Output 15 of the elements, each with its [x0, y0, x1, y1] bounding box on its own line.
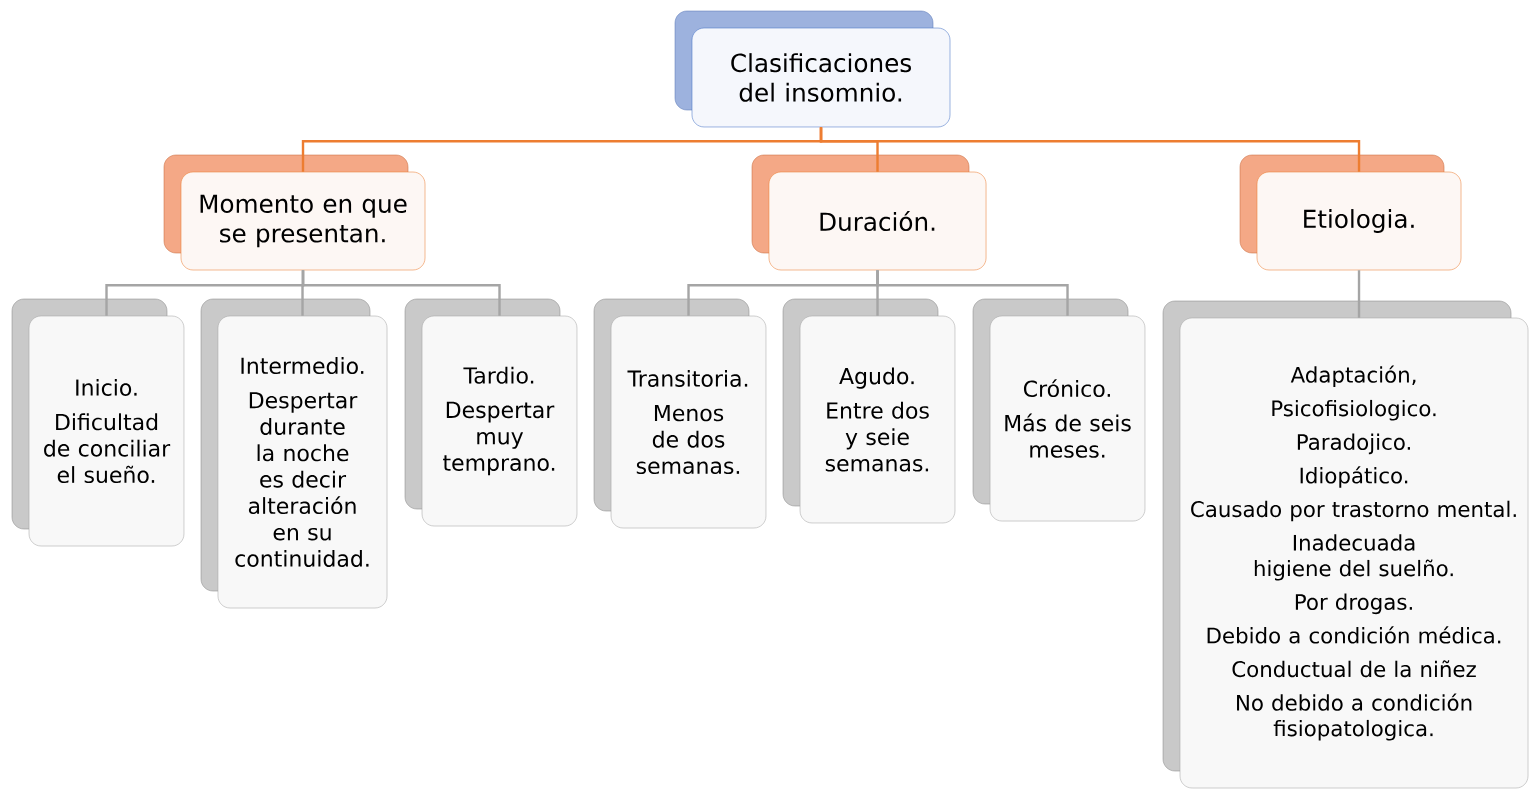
- detail-card: Tardio. Despertar muy temprano.: [404, 298, 578, 527]
- category-box: Etiologia.: [1239, 154, 1462, 271]
- connector-line: [1357, 270, 1361, 318]
- detail-card: Inicio. Dificultad de conciliar el sueño.: [11, 298, 185, 547]
- connector-line: [301, 270, 501, 316]
- category-box: Duración.: [751, 154, 987, 271]
- detail-card: Agudo. Entre dos y seie semanas.: [782, 298, 956, 524]
- connector-line: [876, 270, 1069, 316]
- list-card: Adaptación, Psicofisiologico. Paradojico. Idiopático. Causado por trastorno mental. Inadecuada higiene del suelño. Por drogas. Debido a condición médica. Conductual de la niñez No debido a condición fisiopatologica.: [1162, 300, 1529, 789]
- detail-card: Crónico. Más de seis meses.: [972, 298, 1146, 522]
- detail-card: Transitoria. Menos de dos semanas.: [593, 298, 767, 529]
- detail-card: Intermedio. Despertar durante la noche es decir alteración en su continuidad.: [200, 298, 388, 609]
- category-box: Momento en que se presentan.: [163, 154, 426, 271]
- root-box: Clasificaciones del insomnio.: [674, 10, 951, 128]
- connector-line: [819, 127, 1361, 172]
